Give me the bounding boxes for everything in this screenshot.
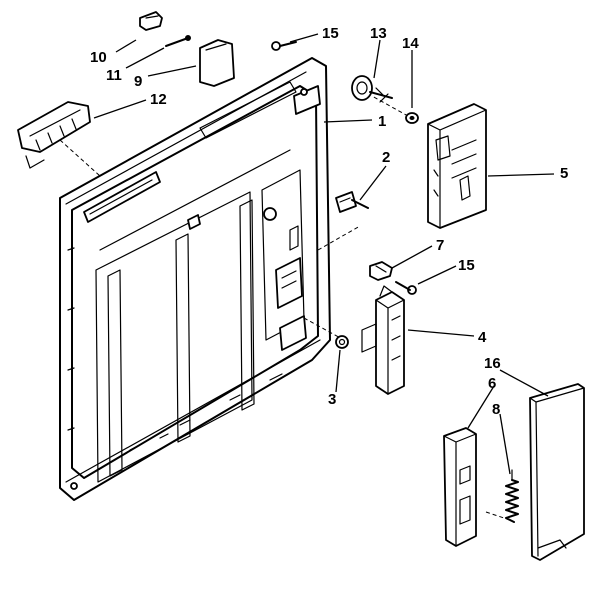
pin-11 [165, 35, 191, 47]
callout-labels: 10 11 9 12 15 13 14 1 2 5 7 15 4 3 16 6 … [90, 25, 568, 418]
callout-12: 12 [150, 91, 167, 108]
latch-2 [335, 191, 369, 213]
callout-15-top: 15 [322, 25, 339, 42]
screw-15-lower [395, 281, 417, 295]
screw-15-top [271, 41, 297, 51]
callout-14: 14 [402, 35, 419, 52]
callout-11: 11 [106, 67, 122, 84]
washer-14 [405, 112, 419, 124]
leader-lines [93, 33, 555, 475]
inner-door-panel [59, 57, 331, 501]
nut-3 [335, 335, 349, 349]
slide-6 [443, 427, 477, 547]
callout-10: 10 [90, 49, 107, 66]
latch-assembly-4 [361, 285, 405, 395]
outer-panel-16 [529, 383, 585, 561]
latch-housing-5 [427, 103, 487, 229]
knob-13 [351, 75, 393, 103]
callout-9: 9 [134, 73, 142, 90]
dispenser-cover-9 [199, 39, 235, 87]
callout-6: 6 [488, 375, 496, 392]
lever-7 [369, 261, 393, 281]
callout-13: 13 [370, 25, 387, 42]
callout-15-lower: 15 [458, 257, 475, 274]
handle-bracket-12 [17, 101, 91, 169]
callout-7: 7 [436, 237, 444, 254]
callout-8: 8 [492, 401, 500, 418]
spring-8 [505, 469, 519, 523]
callout-3: 3 [328, 391, 336, 408]
callout-16: 16 [484, 355, 501, 372]
clip-10 [139, 11, 163, 31]
callout-1: 1 [378, 113, 386, 130]
callout-2: 2 [382, 149, 390, 166]
callout-4: 4 [478, 329, 487, 346]
callout-5: 5 [560, 165, 568, 182]
